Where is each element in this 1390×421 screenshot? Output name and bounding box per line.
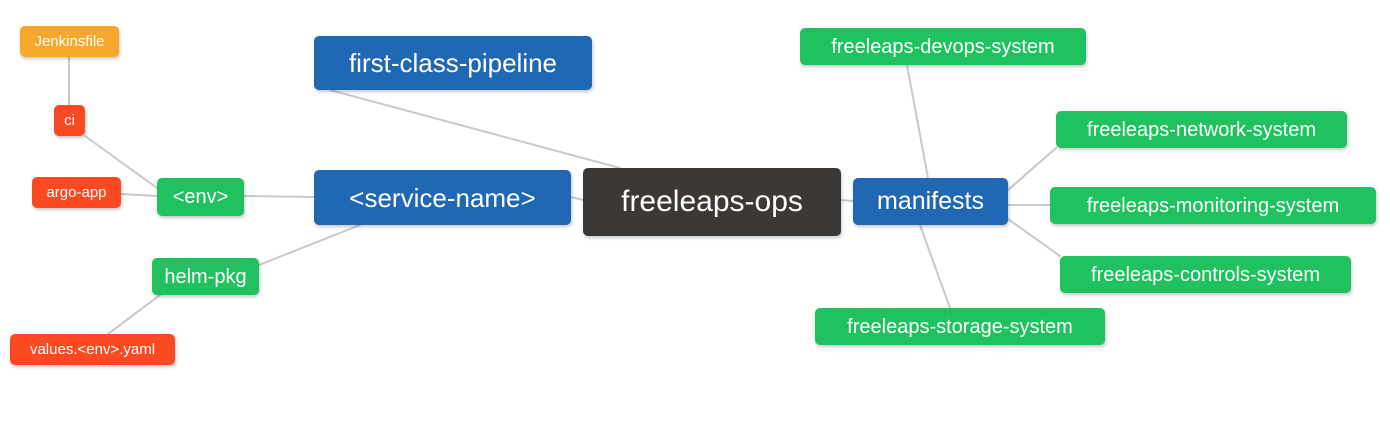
node-label: freeleaps-controls-system (1091, 263, 1320, 286)
edge-manifests-to-freeleaps-network-system (1007, 147, 1057, 191)
edge-first-class-pipeline-to-freeleaps-ops (329, 89, 621, 169)
node-label: argo-app (46, 184, 107, 201)
edge-manifests-to-freeleaps-storage-system (919, 224, 951, 309)
node-first-class-pipeline[interactable]: first-class-pipeline (314, 36, 592, 90)
node-values-env-yaml[interactable]: values.<env>.yaml (10, 334, 175, 365)
edge-freeleaps-ops-to-manifests (840, 199, 854, 202)
node-label: manifests (877, 187, 984, 215)
node-freeleaps-network-system[interactable]: freeleaps-network-system (1056, 111, 1347, 148)
node-label: helm-pkg (164, 265, 247, 288)
node-freeleaps-controls-system[interactable]: freeleaps-controls-system (1060, 256, 1351, 293)
node-label: freeleaps-ops (621, 185, 803, 218)
node-ci[interactable]: ci (54, 105, 85, 136)
node-label: freeleaps-monitoring-system (1086, 194, 1340, 217)
node-manifests[interactable]: manifests (853, 178, 1008, 225)
node-label: freeleaps-devops-system (831, 35, 1055, 58)
node-label: <env> (172, 186, 229, 208)
node-jenkinsfile[interactable]: Jenkinsfile (20, 26, 119, 57)
edge-env-to-service-name (243, 195, 315, 198)
node-label: first-class-pipeline (348, 48, 558, 78)
node-label: values.<env>.yaml (29, 341, 156, 358)
node-freeleaps-ops[interactable]: freeleaps-ops (583, 168, 841, 236)
node-label: freeleaps-network-system (1087, 118, 1316, 141)
node-label: <service-name> (349, 182, 536, 213)
node-label: ci (64, 112, 75, 129)
node-label: freeleaps-storage-system (847, 315, 1073, 338)
edge-helm-pkg-to-values-env-yaml (107, 294, 161, 335)
node-helm-pkg[interactable]: helm-pkg (152, 258, 259, 295)
node-label: Jenkinsfile (34, 33, 105, 50)
edge-service-name-to-freeleaps-ops (570, 196, 584, 201)
node-argo-app[interactable]: argo-app (32, 177, 121, 208)
edge-service-name-to-helm-pkg (258, 224, 361, 266)
edge-manifests-to-freeleaps-devops-system (906, 64, 929, 179)
edge-manifests-to-freeleaps-controls-system (1007, 218, 1061, 257)
node-env[interactable]: <env> (157, 178, 244, 216)
node-service-name[interactable]: <service-name> (314, 170, 571, 225)
node-freeleaps-storage-system[interactable]: freeleaps-storage-system (815, 308, 1105, 345)
edge-argo-app-to-env (120, 193, 158, 197)
node-freeleaps-devops-system[interactable]: freeleaps-devops-system (800, 28, 1086, 65)
node-freeleaps-monitoring-system[interactable]: freeleaps-monitoring-system (1050, 187, 1376, 224)
